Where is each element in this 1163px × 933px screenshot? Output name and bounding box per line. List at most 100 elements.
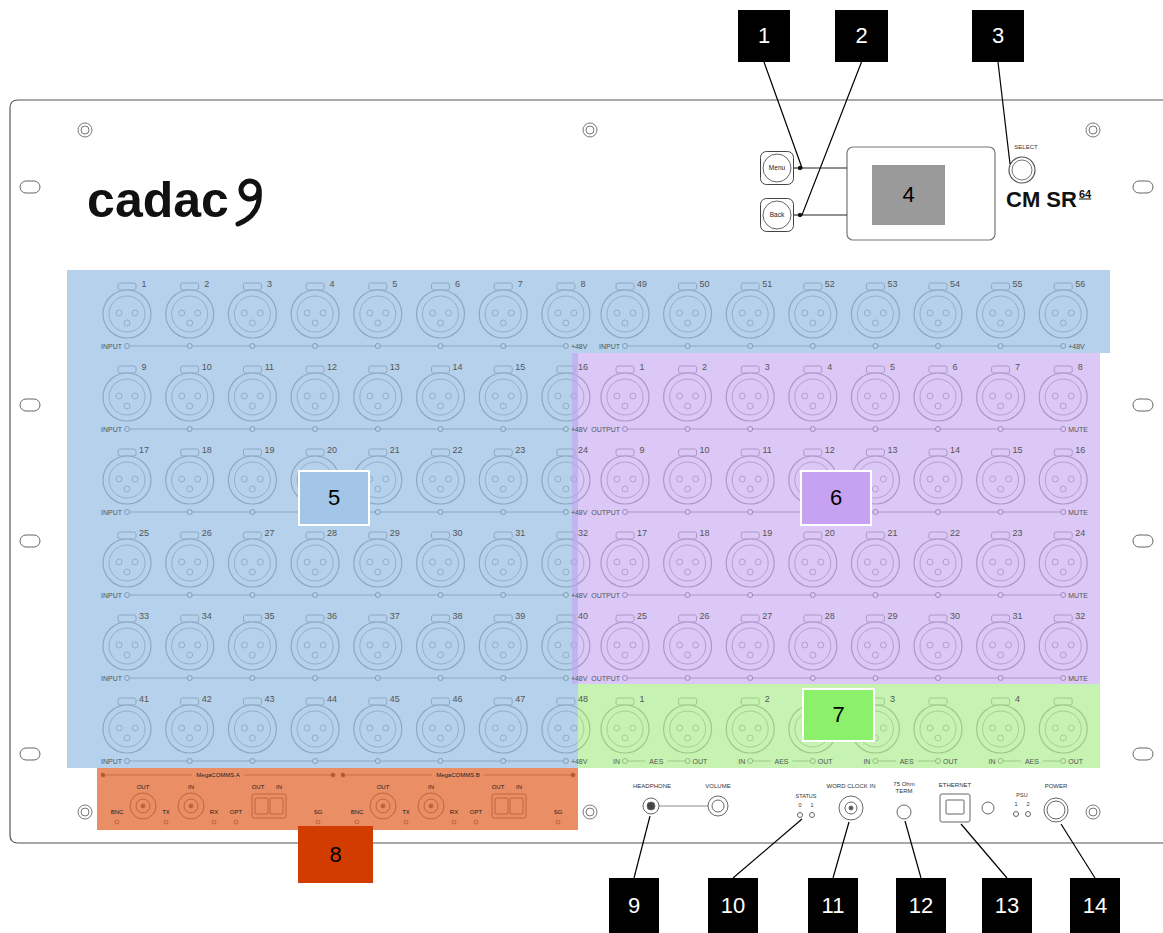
panel-label: 28 bbox=[327, 529, 337, 538]
panel-label: AES bbox=[649, 758, 663, 765]
button-outline bbox=[761, 152, 794, 185]
panel-label: OUT bbox=[693, 758, 708, 765]
leader-line bbox=[733, 819, 802, 878]
panel-label: 2 bbox=[1026, 802, 1029, 808]
button-tick bbox=[800, 168, 847, 169]
panel-label: 23 bbox=[1013, 529, 1023, 538]
leader-line bbox=[634, 816, 650, 878]
panel-part bbox=[982, 802, 994, 814]
panel-label: 33 bbox=[139, 612, 149, 621]
panel-label: 20 bbox=[825, 529, 835, 538]
panel-label: 7 bbox=[1015, 363, 1020, 372]
panel-label: 19 bbox=[762, 529, 772, 538]
panel-part bbox=[1026, 812, 1031, 817]
panel-label: 22 bbox=[950, 529, 960, 538]
panel-label: 13 bbox=[887, 446, 897, 455]
callout-text: 9 bbox=[628, 895, 640, 917]
panel-label: 16 bbox=[1075, 446, 1085, 455]
display-screen: 4 bbox=[872, 165, 945, 225]
panel-label: 3 bbox=[890, 695, 895, 704]
panel-label: OUTPUT bbox=[591, 675, 620, 682]
panel-label: 5 bbox=[392, 280, 397, 289]
panel-label: 14 bbox=[950, 446, 960, 455]
callout-number: 13 bbox=[982, 878, 1032, 933]
panel-label: 21 bbox=[887, 529, 897, 538]
panel-label: 24 bbox=[1075, 529, 1085, 538]
panel-label: 34 bbox=[202, 612, 212, 621]
callout-text: 8 bbox=[329, 844, 341, 866]
panel-part bbox=[845, 802, 857, 814]
panel-label: 22 bbox=[452, 446, 462, 455]
panel-label: INPUT bbox=[101, 509, 122, 516]
button-tick bbox=[800, 215, 847, 216]
select-knob bbox=[1012, 160, 1032, 180]
panel-label: HEADPHONE bbox=[633, 783, 671, 789]
panel-label: 5 bbox=[890, 363, 895, 372]
panel-label: OUTPUT bbox=[591, 509, 620, 516]
back-button: Back bbox=[760, 198, 794, 232]
panel-label: ETHERNET bbox=[939, 782, 971, 788]
panel-label: 1 bbox=[810, 803, 813, 809]
panel-label: 7 bbox=[518, 280, 523, 289]
screw bbox=[78, 805, 92, 819]
panel-label: 9 bbox=[639, 446, 644, 455]
panel-label: 4 bbox=[1015, 695, 1020, 704]
panel-label: 12 bbox=[825, 446, 835, 455]
screw bbox=[586, 808, 594, 816]
screw bbox=[1086, 123, 1100, 137]
panel-label: RX bbox=[210, 809, 218, 815]
panel-label: 17 bbox=[637, 529, 647, 538]
screw bbox=[583, 805, 597, 819]
screw bbox=[1089, 126, 1097, 134]
rack-slot bbox=[1133, 748, 1153, 760]
rack-slot bbox=[20, 535, 40, 547]
panel-label: 29 bbox=[887, 612, 897, 621]
panel-label: 1 bbox=[639, 363, 644, 372]
leader-line bbox=[764, 62, 802, 168]
rack-slot bbox=[20, 399, 40, 411]
panel-label: 4 bbox=[330, 280, 335, 289]
aes-region bbox=[578, 684, 1100, 768]
panel-label: 6 bbox=[952, 363, 957, 372]
output-region bbox=[572, 353, 1100, 684]
panel-label: 25 bbox=[637, 612, 647, 621]
panel-label: IN bbox=[989, 758, 996, 765]
panel-label: 47 bbox=[515, 695, 525, 704]
display-frame bbox=[847, 147, 995, 240]
screw bbox=[1086, 805, 1100, 819]
panel-label: 9 bbox=[141, 363, 146, 372]
callout-number: 1 bbox=[738, 10, 790, 62]
panel-label: 10 bbox=[202, 363, 212, 372]
panel-part bbox=[647, 802, 655, 810]
panel-label: OUT bbox=[377, 784, 390, 790]
callout-text: 14 bbox=[1083, 895, 1107, 917]
panel-label: INPUT bbox=[101, 426, 122, 433]
panel-label: RX bbox=[450, 809, 458, 815]
panel-label: AES bbox=[1025, 758, 1039, 765]
panel-label: AES bbox=[900, 758, 914, 765]
panel-label: IN bbox=[516, 784, 522, 790]
button-cap bbox=[763, 201, 791, 229]
region-number: 7 bbox=[802, 688, 875, 742]
leader-line bbox=[961, 824, 1007, 878]
panel-label: 75 Ohm TERM bbox=[888, 781, 920, 794]
panel-label: cadac bbox=[87, 175, 229, 225]
panel-label: BNC bbox=[111, 809, 124, 815]
panel-label: 49 bbox=[637, 280, 647, 289]
panel-part bbox=[798, 813, 803, 818]
panel-label: 39 bbox=[515, 612, 525, 621]
panel-label: STATUS bbox=[796, 794, 817, 800]
panel-label: 27 bbox=[762, 612, 772, 621]
panel-label: 26 bbox=[700, 612, 710, 621]
rack-slot bbox=[1133, 535, 1153, 547]
panel-label: 51 bbox=[762, 280, 772, 289]
panel-label: BNC bbox=[351, 809, 364, 815]
panel-label: 29 bbox=[390, 529, 400, 538]
panel-label: MUTE bbox=[1068, 509, 1088, 516]
button-cap bbox=[763, 154, 791, 182]
panel-label: OPT bbox=[470, 809, 482, 815]
rack-slot bbox=[20, 748, 40, 760]
panel-label: IN bbox=[428, 784, 434, 790]
